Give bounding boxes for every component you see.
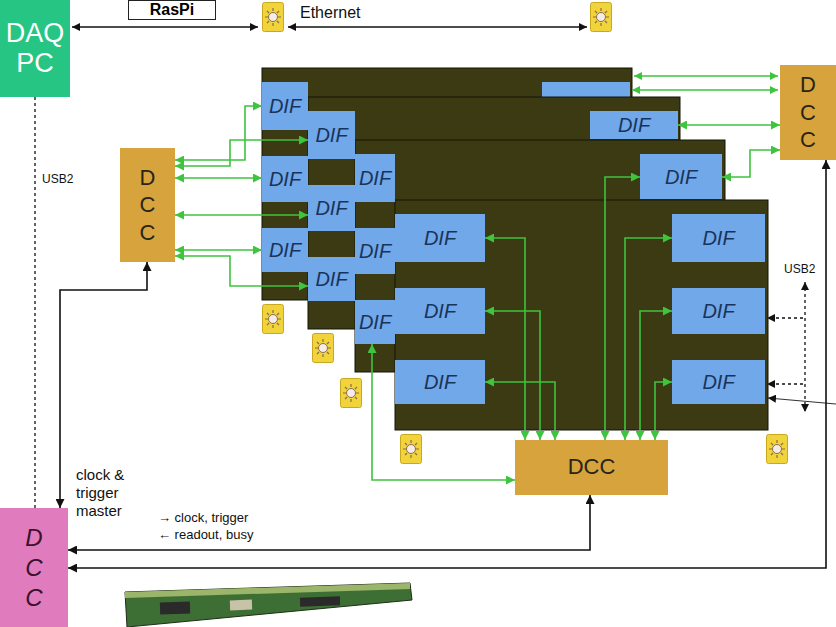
- node-text: DIF: [424, 301, 456, 321]
- node-text: DCC: [568, 454, 616, 480]
- node-text: DCC: [797, 71, 819, 154]
- dif-board: DIF: [672, 288, 765, 334]
- node-text: DIF: [315, 125, 347, 145]
- readout-link: [655, 382, 672, 440]
- dif-board: DIF: [308, 111, 355, 159]
- node-text: DAQ PC: [4, 19, 66, 78]
- readout-link: [722, 150, 780, 177]
- pcb-board: [125, 583, 412, 627]
- dcc-box: DCC: [515, 440, 668, 495]
- readout-link: [605, 177, 640, 440]
- dif-board: DIF: [355, 228, 395, 274]
- node-text: DCC: [137, 164, 159, 247]
- node-text: DIF: [269, 169, 301, 189]
- readout-link: [175, 106, 262, 160]
- node-text: DIF: [315, 269, 347, 289]
- node-text: DIF: [315, 198, 347, 218]
- node-text: DIF: [359, 312, 391, 332]
- usb-link: [767, 383, 803, 384]
- detector-layer: [395, 200, 768, 430]
- raspi-icon: [401, 435, 422, 464]
- usb-link: [767, 317, 803, 318]
- master-dcc-box: DCC: [0, 508, 68, 627]
- dif-board: DIF: [640, 154, 722, 199]
- raspi-icon: [263, 3, 284, 32]
- node-text: DIF: [359, 241, 391, 261]
- readout-link: [372, 344, 515, 480]
- readout-link: [485, 382, 555, 440]
- node-text: DIF: [702, 372, 734, 392]
- dif-board: DIF: [308, 185, 355, 231]
- dif-board: DIF: [355, 154, 395, 202]
- readout-link: [632, 89, 778, 91]
- node-text: DIF: [359, 168, 391, 188]
- raspi-icon: [263, 305, 284, 334]
- readout-link: [625, 238, 672, 440]
- dif-board: DIF: [590, 111, 678, 139]
- node-text: DIF: [665, 167, 697, 187]
- signal-label: → clock, trigger: [158, 510, 248, 526]
- readout-link: [175, 214, 308, 216]
- dif-board: DIF: [672, 360, 765, 404]
- dcc-box: DCC: [780, 65, 836, 160]
- connector-label: USB2: [40, 172, 75, 186]
- raspi-icon: [591, 3, 612, 32]
- readout-link: [485, 238, 525, 440]
- readout-link: [175, 249, 262, 251]
- ethernet-link: [72, 26, 258, 28]
- dif-board: DIF: [262, 228, 308, 272]
- readout-link: [640, 311, 672, 440]
- node-text: DIF: [702, 301, 734, 321]
- ethernet-link: [288, 26, 587, 28]
- dif-board: DIF: [395, 288, 485, 334]
- pcb-chip: [300, 596, 340, 606]
- dif-board: DIF: [262, 156, 308, 202]
- raspi-icon: [341, 379, 362, 408]
- readout-link: [634, 75, 778, 77]
- dif-board: [542, 82, 630, 97]
- readout-link: [485, 311, 540, 440]
- node-text: DIF: [269, 240, 301, 260]
- usb-link: [34, 97, 35, 508]
- readout-link: [175, 177, 262, 179]
- usb-link: [804, 282, 805, 412]
- node-text: RasPi: [150, 1, 194, 19]
- dif-board: DIF: [395, 214, 485, 262]
- readout-link: [678, 124, 780, 126]
- computer-box: DAQ PC: [0, 0, 70, 97]
- signal-label: ← readout, busy: [158, 527, 253, 543]
- dif-board: DIF: [672, 214, 765, 262]
- node-text: DCC: [22, 523, 46, 613]
- node-text: DIF: [424, 372, 456, 392]
- pcb-chip: [230, 600, 252, 611]
- clock-trigger-link: [68, 495, 590, 550]
- dcc-box: DCC: [120, 148, 175, 262]
- dif-board: DIF: [355, 300, 395, 344]
- node-text: DIF: [269, 96, 301, 116]
- pcb-edge: [125, 583, 410, 598]
- node-text: DIF: [424, 228, 456, 248]
- network-label: Ethernet: [300, 3, 360, 22]
- clock-trigger-link: [68, 160, 826, 568]
- pcb-photo: [125, 583, 412, 627]
- raspi-icon: [313, 334, 334, 363]
- dif-board: DIF: [308, 257, 355, 301]
- dif-board: DIF: [262, 82, 308, 130]
- role-label: clock & trigger master: [76, 466, 146, 520]
- bus-label: USB2: [784, 262, 815, 276]
- node-text: DIF: [618, 115, 650, 135]
- raspi-box: RasPi: [128, 0, 216, 20]
- pcb-chip: [160, 601, 190, 614]
- node-text: DIF: [702, 228, 734, 248]
- raspi-icon: [767, 435, 788, 464]
- dif-board: DIF: [395, 360, 485, 404]
